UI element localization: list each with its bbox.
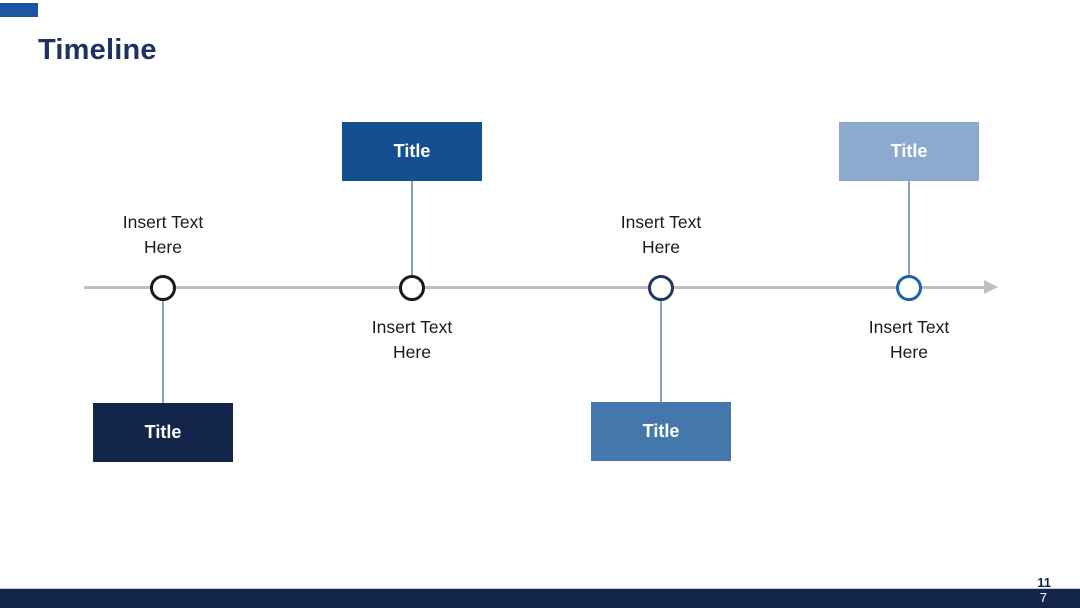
accent-bar [0,3,38,17]
page-number-secondary: 11 [1037,575,1051,589]
milestone-circle-icon[interactable] [398,274,425,301]
milestone-title-box[interactable]: Title [93,403,233,462]
page-number: 7 [1039,590,1047,605]
timeline-arrowhead-icon [984,280,998,294]
footer-bar [0,589,1080,608]
milestone-title-box[interactable]: Title [342,122,482,181]
timeline-axis [84,286,984,289]
milestone-note[interactable]: Insert Text Here [868,317,950,362]
milestone-connector [162,301,164,403]
milestone-connector [660,301,662,402]
footer-divider [0,588,1080,589]
milestone-circle-icon[interactable] [647,274,674,301]
milestone-note[interactable]: Insert Text Here [620,212,702,257]
milestone-connector [908,181,910,275]
milestone-circle-icon[interactable] [149,274,176,301]
milestone-title-box[interactable]: Title [839,122,979,181]
milestone-circle-icon[interactable] [895,274,922,301]
milestone-title-box[interactable]: Title [591,402,731,461]
milestone-note[interactable]: Insert Text Here [122,212,204,257]
page-title: Timeline [38,34,157,66]
milestone-note[interactable]: Insert Text Here [371,317,453,362]
milestone-connector [411,181,413,275]
